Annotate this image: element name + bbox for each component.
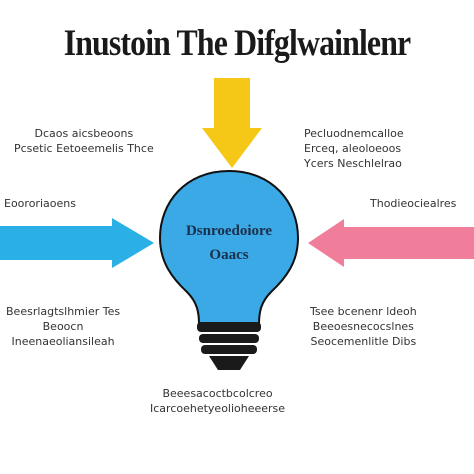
bulb-text-line: Dsnroedoiore (185, 223, 273, 239)
label-mid-right: Thodieociealres (370, 196, 456, 211)
bulb-center-text: Dsnroedoiore Oaacs (160, 219, 298, 267)
label-top-left: Dcaos aicsbeoons Pcsetic Eetoeemelis Thc… (14, 126, 154, 156)
arrow-right-icon (0, 218, 154, 268)
label-line: Dcaos aicsbeoons (34, 127, 134, 140)
label-bottom-right: Tsee bcenenr ldeoh Beeoesnecocslnes Seoc… (310, 304, 417, 349)
label-line: Beesrlagtslhmier Tes (6, 305, 121, 318)
arrow-left-icon (308, 219, 474, 267)
label-line: Beoocn (42, 320, 84, 333)
diagram-title: Inustoin The Difglwainlenr (63, 23, 411, 64)
label-top-right: Pecluodnemcalloe Erceq, aleoloeoos Ycers… (304, 126, 404, 171)
label-line: Beeoesnecocslnes (312, 320, 414, 333)
label-line: Thodieociealres (370, 197, 457, 210)
label-line: Ineenaeoliansileah (11, 335, 115, 348)
label-line: Erceq, aleoloeoos (304, 142, 402, 155)
label-line: Eoororiaoens (4, 197, 76, 210)
label-line: Icarcoehetyeolioheeerse (150, 402, 286, 415)
bulb-text-line: Oaacs (209, 247, 249, 263)
label-line: Seocemenlitle Dibs (310, 335, 417, 348)
label-bottom-left: Beesrlagtslhmier Tes Beoocn Ineenaeolian… (6, 304, 120, 349)
lightbulb-icon (158, 169, 300, 370)
label-line: Tsee bcenenr ldeoh (310, 305, 417, 318)
label-line: Beeesacoctbcolcreo (162, 387, 273, 400)
label-mid-left: Eoororiaoens (4, 196, 76, 211)
label-bottom: Beeesacoctbcolcreo Icarcoehetyeolioheeer… (150, 386, 285, 416)
label-line: Pcsetic Eetoeemelis Thce (14, 142, 154, 155)
arrow-down-icon (202, 78, 262, 168)
label-line: Ycers Neschlelrao (304, 157, 402, 170)
label-line: Pecluodnemcalloe (304, 127, 404, 140)
